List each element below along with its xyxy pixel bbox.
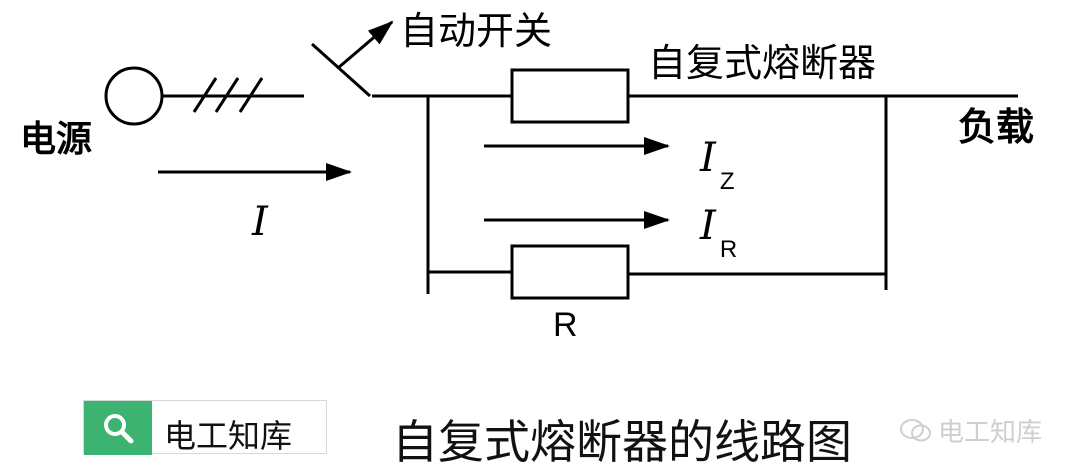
load-label: 负载 [958, 105, 1035, 149]
current-subscript: Z [719, 168, 735, 195]
watermark: 电工知库 [900, 412, 1042, 449]
current-label-main: I [252, 199, 268, 245]
current-label-fuse: IZ [700, 135, 734, 194]
footer-bar: 电工知库 自复式熔断器的线路图 电工知库 [0, 390, 1080, 469]
fuse-label: 自复式熔断器 [648, 41, 877, 85]
switch-blade [310, 42, 372, 98]
resistor-label: R [553, 306, 578, 344]
search-chip-label: 电工知库 [164, 417, 293, 455]
switch-label: 自动开关 [400, 9, 553, 53]
power-source-circle [104, 66, 164, 126]
circuit-svg [104, 20, 1018, 300]
watermark-text: 电工知库 [938, 418, 1043, 448]
current-symbol: I [700, 203, 716, 249]
figure-caption: 自复式熔断器的线路图 [392, 415, 852, 469]
fuse-element [510, 68, 630, 124]
resistor-element [510, 244, 630, 300]
search-icon[interactable] [84, 401, 152, 455]
wechat-icon [900, 418, 931, 441]
three-phase-marks [192, 77, 264, 113]
search-chip[interactable]: 电工知库 [83, 400, 327, 455]
current-symbol: I [700, 135, 716, 181]
current-label-resistor: IR [700, 203, 737, 262]
switch-arrow [337, 20, 394, 70]
circuit-diagram: 自动开关 自复式熔断器 电源 负载 I IZ IR R [20, 9, 1035, 344]
current-subscript: R [719, 236, 738, 263]
source-label: 电源 [20, 119, 93, 160]
